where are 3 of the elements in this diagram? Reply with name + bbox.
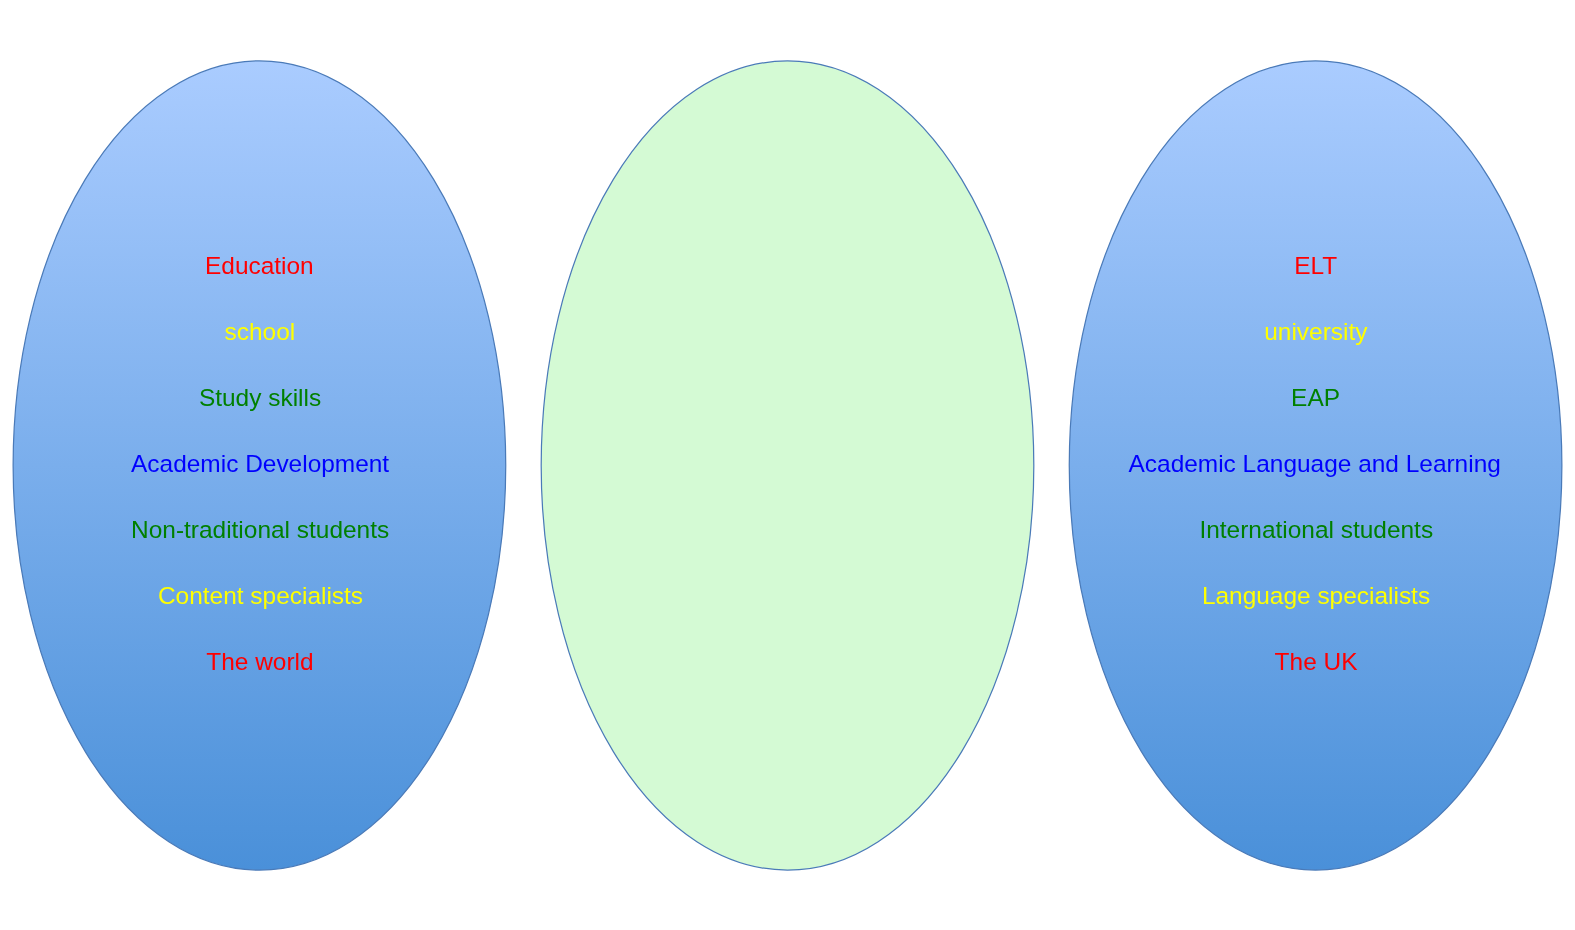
node-ellipse	[540, 59, 1035, 871]
node-ellipse: Education school Study skills Academic Development Non-traditional students Content specialists The world	[12, 59, 507, 871]
node-ellipse: ELT university EAP Academic Language and Learning International students Language specialists The UK	[1068, 59, 1563, 871]
